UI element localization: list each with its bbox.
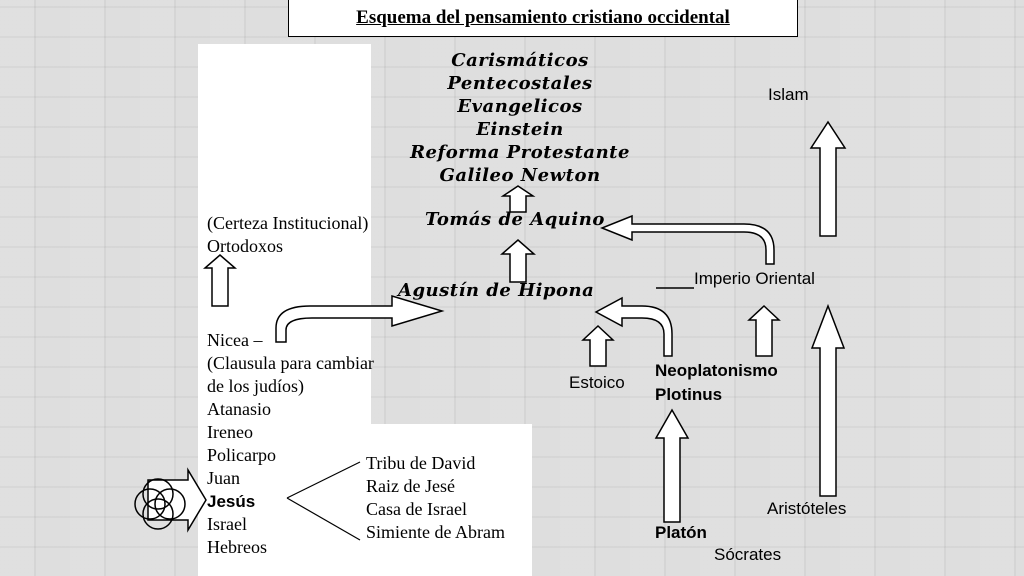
list-item-ireneo: Ireneo [207,422,253,442]
stack-item-reforma: Reforma Protestante [410,142,630,163]
tribe-item-david: Tribu de David [366,453,476,473]
stack-item-einstein: Einstein [476,119,564,140]
arrow-up-platon [654,408,690,523]
list-item-judios: de los judíos) [207,376,304,396]
arrow-up-estoico [581,324,615,367]
list-item-nicea: Nicea – [207,330,263,350]
tribe-bracket [286,461,361,541]
arrow-up-neoplatonismo [747,304,781,357]
arrow-up-hipona [500,239,536,283]
arrow-right-jesus [147,467,207,533]
imperio-label: Imperio Oriental [694,269,815,288]
arrow-up-islam [809,120,847,237]
list-item-jesus: Jesús [207,492,256,511]
tribe-item-abram: Simiente de Abram [366,522,505,542]
interlocking-circles-icon [134,478,186,530]
stack-item-pentecostales: Pentecostales [447,73,593,94]
list-item-juan: Juan [207,468,240,488]
hipona-label: Agustín de Hipona [398,280,595,301]
arrow-curve-neoplatonismo [594,296,673,357]
aristoteles-label: Aristóteles [767,499,847,518]
arrow-curve-nicea-hipona [275,294,445,343]
stack-item-carismaticos: Carismáticos [451,50,589,71]
stack-item-galileo-newton: Galileo Newton [439,165,601,186]
tribe-item-jese: Raiz de Jesé [366,476,455,496]
list-item-policarpo: Policarpo [207,445,276,465]
tribe-item-israel: Casa de Israel [366,499,467,519]
lineage-list: Nicea – (Clausula para cambiar de los ju… [207,329,374,559]
platon-label: Platón [655,523,707,542]
estoico-label: Estoico [569,373,625,392]
modern-movements-stack: Carismáticos Pentecostales Evangelicos E… [360,49,680,187]
stack-item-evangelicos: Evangelicos [457,96,583,117]
title-box: Esquema del pensamiento cristiano occide… [288,0,798,37]
lower-white-panel [198,424,532,576]
neoplatonismo-label: Neoplatonismo [655,361,778,380]
list-item-clausula: (Clausula para cambiar [207,353,374,373]
tribe-list: Tribu de David Raiz de Jesé Casa de Isra… [366,452,505,544]
aquino-label: Tomás de Aquino [425,209,605,230]
list-item-israel: Israel [207,514,247,534]
arrow-up-galileo [500,185,536,213]
ortodoxos-label: Ortodoxos [207,236,283,256]
arrow-up-ortodoxos [202,254,238,307]
list-item-atanasio: Atanasio [207,399,271,419]
page-title: Esquema del pensamiento cristiano occide… [356,7,730,28]
certeza-label: (Certeza Institucional) [207,213,369,233]
list-item-hebreos: Hebreos [207,537,267,557]
arrow-up-aristoteles [810,303,846,497]
plotinus-label: Plotinus [655,385,723,404]
arrow-curve-to-aquino [599,214,775,265]
islam-label: Islam [768,85,809,104]
socrates-label: Sócrates [714,545,782,564]
